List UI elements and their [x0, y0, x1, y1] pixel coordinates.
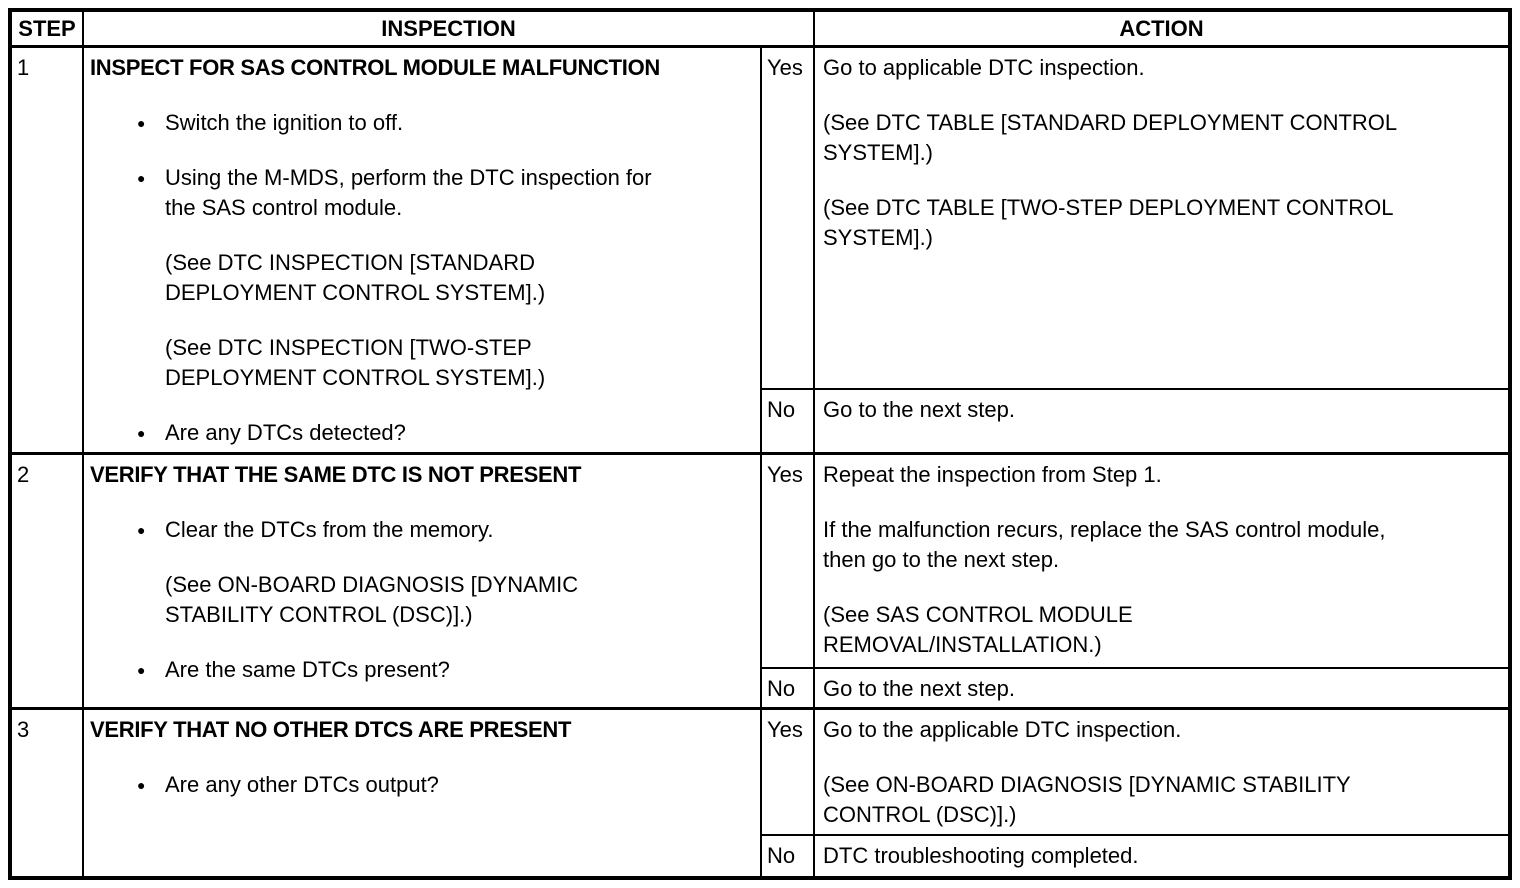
answer-label-yes: Yes	[762, 455, 815, 667]
action-cell: Go to applicable DTC inspection. (See DT…	[815, 48, 1508, 388]
action-paragraph: Go to the applicable DTC inspection.	[823, 715, 1502, 745]
bullet-icon: ●	[137, 115, 146, 131]
action-cell: DTC troubleshooting completed.	[815, 836, 1508, 876]
inspection-line: DEPLOYMENT CONTROL SYSTEM].)	[165, 365, 546, 390]
action-cell: Repeat the inspection from Step 1. If th…	[815, 455, 1508, 667]
action-paragraph: Repeat the inspection from Step 1.	[823, 460, 1502, 490]
no-subrow: No Go to the next step.	[762, 669, 1508, 707]
step-row-2: 2 VERIFY THAT THE SAME DTC IS NOT PRESEN…	[12, 455, 1508, 710]
yes-subrow: Yes Go to the applicable DTC inspection.…	[762, 710, 1508, 836]
answer-action-section: Yes Go to applicable DTC inspection. (Se…	[762, 48, 1508, 452]
inspection-item: ● Are any other DTCs output?	[90, 770, 760, 800]
action-line: SYSTEM].)	[823, 140, 934, 165]
inspection-line: Are any other DTCs output?	[165, 772, 439, 797]
answer-label-yes: Yes	[762, 48, 815, 388]
action-line: CONTROL (DSC)].)	[823, 802, 1017, 827]
action-paragraph: Go to the next step.	[823, 674, 1502, 704]
inspection-cell: INSPECT FOR SAS CONTROL MODULE MALFUNCTI…	[84, 48, 762, 452]
yes-subrow: Yes Repeat the inspection from Step 1. I…	[762, 455, 1508, 669]
bullet-icon: ●	[137, 522, 146, 538]
step-row-1: 1 INSPECT FOR SAS CONTROL MODULE MALFUNC…	[12, 48, 1508, 455]
inspection-line: Are any DTCs detected?	[165, 420, 406, 445]
no-subrow: No DTC troubleshooting completed.	[762, 836, 1508, 876]
action-paragraph: (See SAS CONTROL MODULE REMOVAL/INSTALLA…	[823, 600, 1502, 660]
inspection-line: STABILITY CONTROL (DSC)].)	[165, 602, 473, 627]
yes-subrow: Yes Go to applicable DTC inspection. (Se…	[762, 48, 1508, 390]
action-cell: Go to the applicable DTC inspection. (Se…	[815, 710, 1508, 834]
inspection-item: ● Are the same DTCs present?	[90, 655, 760, 685]
step-number: 2	[12, 455, 84, 707]
inspection-item: ● Using the M-MDS, perform the DTC inspe…	[90, 163, 760, 223]
step-row-3: 3 VERIFY THAT NO OTHER DTCS ARE PRESENT …	[12, 710, 1508, 876]
answer-label-no: No	[762, 390, 815, 452]
action-paragraph: (See DTC TABLE [STANDARD DEPLOYMENT CONT…	[823, 108, 1502, 168]
bullet-icon: ●	[137, 777, 146, 793]
action-cell: Go to the next step.	[815, 669, 1508, 707]
inspection-cell: VERIFY THAT THE SAME DTC IS NOT PRESENT …	[84, 455, 762, 707]
inspection-line: Are the same DTCs present?	[165, 657, 450, 682]
troubleshooting-table: STEP INSPECTION ACTION 1 INSPECT FOR SAS…	[8, 8, 1512, 880]
inspection-item: ● Switch the ignition to off.	[90, 108, 760, 138]
header-row: STEP INSPECTION ACTION	[12, 12, 1508, 48]
inspection-note: (See DTC INSPECTION [STANDARD DEPLOYMENT…	[90, 248, 760, 308]
action-line: Go to the next step.	[823, 397, 1016, 422]
inspection-line: (See ON-BOARD DIAGNOSIS [DYNAMIC	[165, 572, 579, 597]
action-line: DTC troubleshooting completed.	[823, 843, 1139, 868]
inspection-line: DEPLOYMENT CONTROL SYSTEM].)	[165, 280, 546, 305]
action-line: SYSTEM].)	[823, 225, 934, 250]
action-line: (See SAS CONTROL MODULE	[823, 602, 1133, 627]
inspection-line: (See DTC INSPECTION [STANDARD	[165, 250, 535, 275]
inspection-line: (See DTC INSPECTION [TWO-STEP	[165, 335, 532, 360]
action-paragraph: DTC troubleshooting completed.	[823, 841, 1502, 871]
header-action: ACTION	[1119, 15, 1204, 41]
header-step: STEP	[12, 12, 84, 45]
inspection-note: (See DTC INSPECTION [TWO-STEP DEPLOYMENT…	[90, 333, 760, 393]
answer-action-section: Yes Go to the applicable DTC inspection.…	[762, 710, 1508, 876]
action-paragraph: If the malfunction recurs, replace the S…	[823, 515, 1502, 575]
answer-action-section: Yes Repeat the inspection from Step 1. I…	[762, 455, 1508, 707]
action-line: If the malfunction recurs, replace the S…	[823, 517, 1386, 542]
inspection-line: the SAS control module.	[165, 195, 403, 220]
action-line: Repeat the inspection from Step 1.	[823, 462, 1162, 487]
bullet-icon: ●	[137, 170, 146, 186]
action-paragraph: Go to the next step.	[823, 395, 1502, 425]
action-line: Go to the applicable DTC inspection.	[823, 717, 1182, 742]
action-line: REMOVAL/INSTALLATION.)	[823, 632, 1102, 657]
step-number: 3	[12, 710, 84, 876]
answer-label-yes: Yes	[762, 710, 815, 834]
inspection-title: VERIFY THAT NO OTHER DTCS ARE PRESENT	[90, 717, 572, 742]
no-subrow: No Go to the next step.	[762, 390, 1508, 452]
action-paragraph: Go to applicable DTC inspection.	[823, 53, 1502, 83]
action-line: then go to the next step.	[823, 547, 1060, 572]
action-line: (See DTC TABLE [TWO-STEP DEPLOYMENT CONT…	[823, 195, 1394, 220]
step-number: 1	[12, 48, 84, 452]
inspection-line: Switch the ignition to off.	[165, 110, 404, 135]
inspection-item: ● Are any DTCs detected?	[90, 418, 760, 448]
inspection-cell: VERIFY THAT NO OTHER DTCS ARE PRESENT ● …	[84, 710, 762, 876]
action-line: Go to the next step.	[823, 676, 1016, 701]
inspection-note: (See ON-BOARD DIAGNOSIS [DYNAMIC STABILI…	[90, 570, 760, 630]
inspection-line: Using the M-MDS, perform the DTC inspect…	[165, 165, 652, 190]
bullet-icon: ●	[137, 662, 146, 678]
inspection-item: ● Clear the DTCs from the memory.	[90, 515, 760, 545]
action-line: Go to applicable DTC inspection.	[823, 55, 1145, 80]
inspection-title: VERIFY THAT THE SAME DTC IS NOT PRESENT	[90, 462, 582, 487]
action-paragraph: (See DTC TABLE [TWO-STEP DEPLOYMENT CONT…	[823, 193, 1502, 253]
action-paragraph: (See ON-BOARD DIAGNOSIS [DYNAMIC STABILI…	[823, 770, 1502, 830]
inspection-title: INSPECT FOR SAS CONTROL MODULE MALFUNCTI…	[90, 55, 660, 80]
inspection-line: Clear the DTCs from the memory.	[165, 517, 494, 542]
header-inspection: INSPECTION	[84, 12, 815, 45]
action-line: (See DTC TABLE [STANDARD DEPLOYMENT CONT…	[823, 110, 1398, 135]
bullet-icon: ●	[137, 425, 146, 441]
action-line: (See ON-BOARD DIAGNOSIS [DYNAMIC STABILI…	[823, 772, 1351, 797]
answer-label-no: No	[762, 669, 815, 707]
answer-label-no: No	[762, 836, 815, 876]
action-cell: Go to the next step.	[815, 390, 1508, 452]
